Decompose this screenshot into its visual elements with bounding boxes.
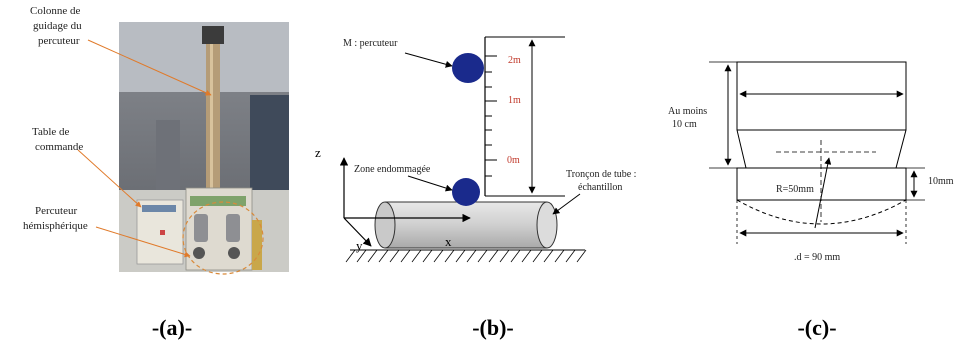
label-height-line1: Au moins bbox=[668, 106, 707, 117]
striker-mass-impact bbox=[452, 178, 480, 206]
label-radius: R=50mm bbox=[776, 184, 814, 195]
panel-c: Au moins 10 cm 10mm R=50mm .d = 90 mm -(… bbox=[668, 61, 954, 340]
tube-specimen bbox=[374, 201, 558, 249]
label-tube-line1: Tronçon de tube : bbox=[566, 169, 636, 180]
pointer-percuteur bbox=[95, 226, 191, 258]
panel-a: Colonne de guidage du percuteur Table de… bbox=[23, 5, 289, 340]
caption-a: -(a)- bbox=[152, 315, 192, 340]
label-diameter: .d = 90 mm bbox=[794, 252, 840, 263]
striker-cap bbox=[736, 167, 907, 201]
label-percuteur-line1: Percuteur bbox=[35, 205, 77, 217]
label-height-line2: 10 cm bbox=[672, 119, 697, 130]
label-percuteur-line2: hémisphérique bbox=[23, 220, 88, 232]
striker-body bbox=[736, 61, 907, 169]
label-table-line1: Table de bbox=[32, 126, 70, 138]
label-zone: Zone endommagée bbox=[354, 164, 431, 175]
panel-b: z y x 2m 1m 0m M : percuteur Zone endomm… bbox=[315, 36, 636, 340]
axis-z-label: z bbox=[315, 145, 321, 160]
ground-hatching bbox=[345, 249, 587, 263]
pointer-zone bbox=[407, 175, 453, 192]
label-table-line2: commande bbox=[35, 141, 83, 153]
caption-c: -(c)- bbox=[797, 315, 836, 340]
label-colonne-line2: guidage du bbox=[33, 20, 82, 32]
label-colonne-line1: Colonne de bbox=[30, 5, 81, 17]
label-colonne-line3: percuteur bbox=[38, 35, 80, 47]
radius-arrow bbox=[814, 157, 832, 229]
scale-label-0m: 0m bbox=[507, 155, 520, 166]
photo-drop-tower bbox=[119, 22, 289, 275]
axis-y-label: y bbox=[356, 238, 363, 253]
caption-b: -(b)- bbox=[472, 315, 514, 340]
axis-x-label: x bbox=[445, 234, 452, 249]
pointer-colonne bbox=[87, 39, 212, 96]
pointer-tube bbox=[552, 193, 581, 215]
striker-mass-top bbox=[452, 53, 484, 83]
hemisphere-profile bbox=[736, 199, 907, 225]
height-scale bbox=[484, 36, 565, 197]
label-cap-thickness: 10mm bbox=[928, 176, 954, 187]
label-mass: M : percuteur bbox=[343, 38, 398, 49]
axis-y bbox=[343, 217, 372, 247]
pointer-table bbox=[77, 149, 142, 208]
scale-label-1m: 1m bbox=[508, 95, 521, 106]
label-tube-line2: échantillon bbox=[578, 182, 622, 193]
pointer-mass bbox=[404, 52, 453, 68]
scale-label-2m: 2m bbox=[508, 55, 521, 66]
